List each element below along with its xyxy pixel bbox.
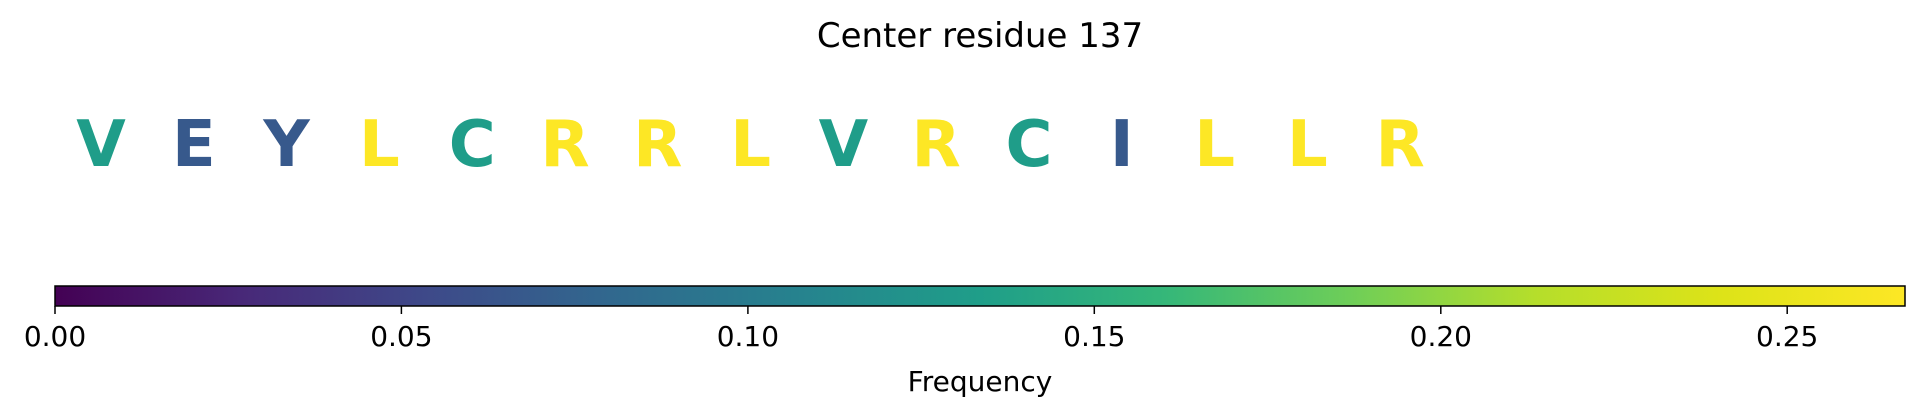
- residue-letter: L: [1194, 108, 1235, 182]
- colorbar-tick-label: 0.15: [1063, 320, 1125, 353]
- colorbar-label: Frequency: [908, 365, 1053, 398]
- frequency-colorbar: 0.00 0.05 0.10 0.15 0.20 0.25 Frequency: [24, 285, 1906, 398]
- residue-letter: V: [819, 108, 869, 182]
- residue-letter: R: [1376, 108, 1425, 182]
- colorbar-tick-label: 0.05: [370, 320, 432, 353]
- residue-letter: L: [359, 108, 400, 182]
- colorbar-gradient: [54, 285, 1906, 307]
- chart-title: Center residue 137: [817, 16, 1143, 56]
- residue-letter: R: [633, 108, 682, 182]
- colorbar-tick-label: 0.00: [24, 320, 86, 353]
- residue-letter: V: [76, 108, 126, 182]
- residue-letter: L: [730, 108, 771, 182]
- residue-letter: Y: [262, 108, 310, 182]
- colorbar-tick-label: 0.20: [1410, 320, 1472, 353]
- residue-letter: R: [912, 108, 961, 182]
- residue-letter: E: [172, 108, 216, 182]
- colorbar-tick-label: 0.25: [1756, 320, 1818, 353]
- residue-letter: R: [540, 108, 589, 182]
- colorbar-tick-label: 0.10: [717, 320, 779, 353]
- residue-letter: L: [1287, 108, 1328, 182]
- residue-letter: C: [449, 108, 496, 182]
- colorbar-ticks: 0.00 0.05 0.10 0.15 0.20 0.25: [24, 306, 1818, 353]
- residue-letter: C: [1006, 108, 1053, 182]
- residue-letter: I: [1110, 108, 1134, 182]
